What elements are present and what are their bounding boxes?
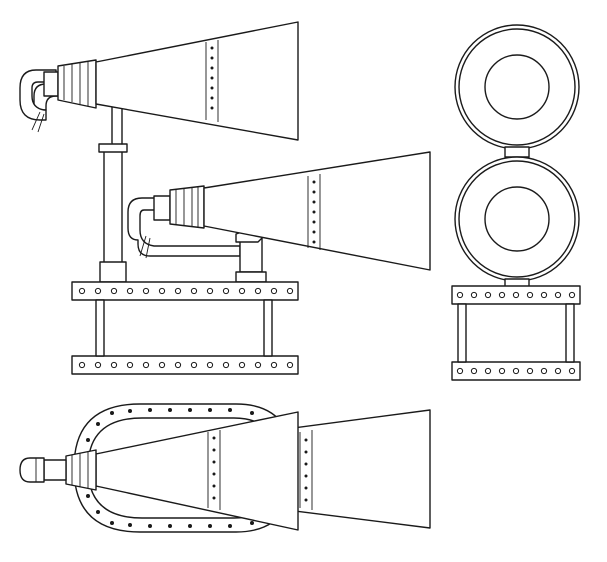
lower-horn-mouth [454,156,580,282]
side-elevation-view [19,21,431,375]
front-stand-rivets [456,291,576,375]
plan-view [19,403,431,533]
side-stand-rivets [78,287,294,369]
upper-horn-rivets [210,46,214,110]
lower-horn-rivets [312,180,316,244]
upper-horn [19,21,299,145]
side-stand [71,281,299,375]
lower-horn [127,151,431,283]
front-elevation-view [451,24,581,381]
vertical-pipe [98,143,128,283]
upper-horn-mouth [454,24,580,150]
horn-connector [504,146,530,158]
front-stand [451,285,581,381]
plan-nozzle [19,449,97,491]
